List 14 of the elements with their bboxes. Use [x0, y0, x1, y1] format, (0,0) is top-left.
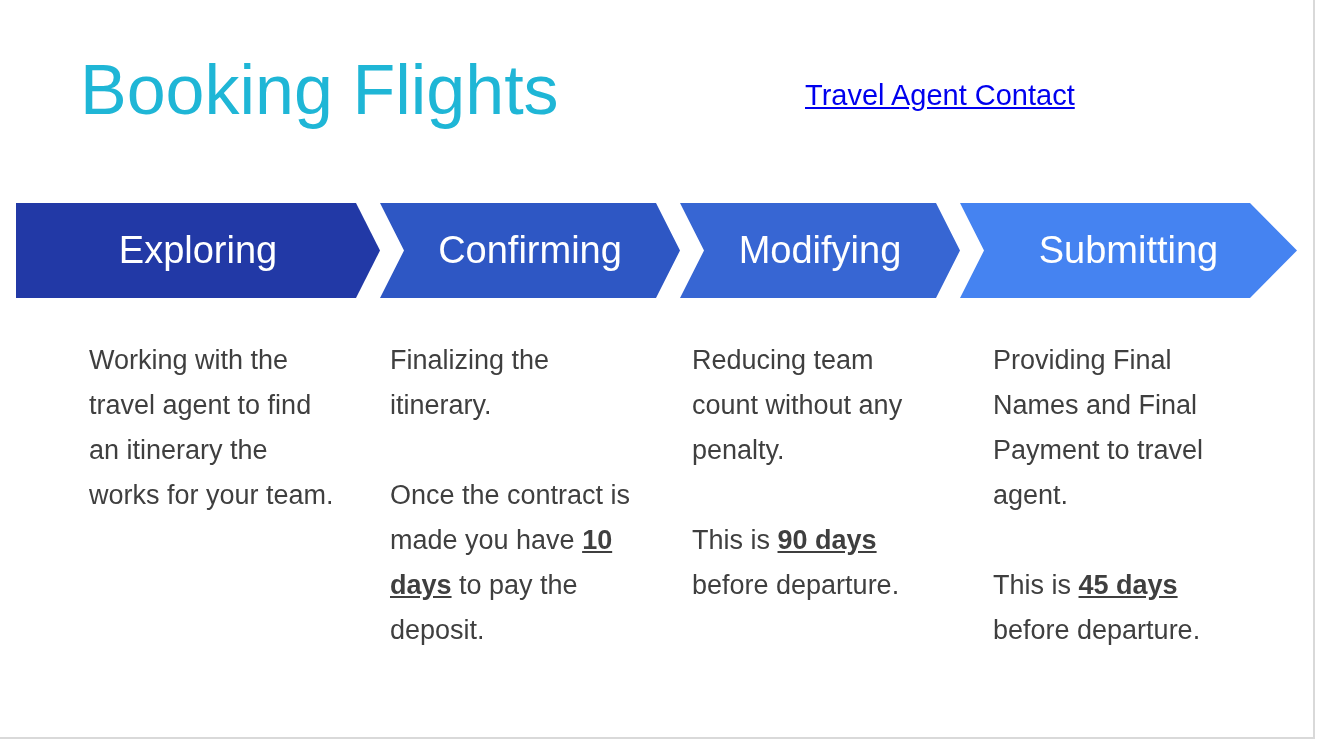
contact-link: Travel Agent Contact: [805, 78, 1075, 113]
step-description: Reducing team count without any penalty.: [692, 344, 904, 467]
step-label: Confirming: [438, 229, 622, 272]
step-description: Working with the travel agent to find an itinerary the works for your team.: [89, 344, 335, 512]
step-description: Finalizing the itinerary.: [390, 344, 551, 422]
step-description: This is 45 days before departure.: [993, 569, 1202, 647]
step-description: Providing Final Names and Final Payment to travel agent.: [993, 344, 1205, 512]
step-label: Exploring: [118, 229, 278, 272]
step-description: Once the contract is made you have 10 days to pay the deposit.: [390, 479, 632, 647]
slide-title: Booking Flights: [80, 52, 559, 129]
step-label: Modifying: [738, 229, 902, 272]
step-label: Submitting: [1038, 229, 1219, 272]
chevron-step: [16, 203, 380, 298]
step-description: This is 90 days before departure.: [692, 524, 901, 602]
